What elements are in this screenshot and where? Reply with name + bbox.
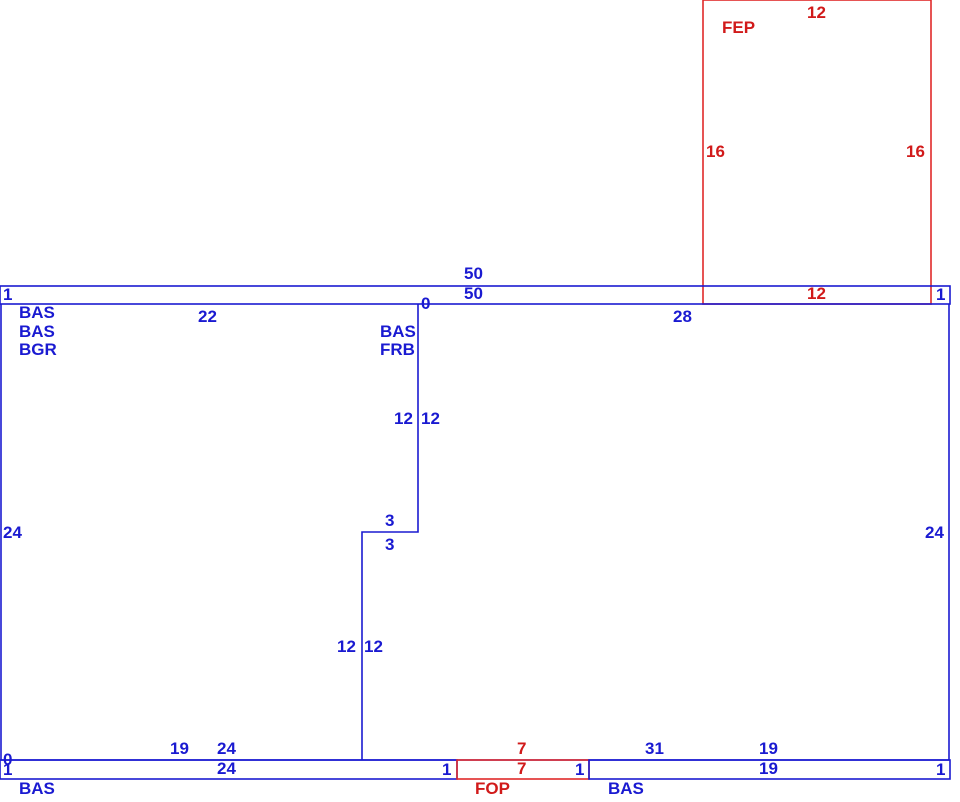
bl-strip-top-dim: 24 <box>217 759 236 778</box>
bl-strip-right-dim: 1 <box>442 760 451 779</box>
bl-strip-code: BAS <box>19 779 55 798</box>
br-strip-top-dim: 19 <box>759 759 778 778</box>
main-bottom-19-left: 19 <box>170 739 189 758</box>
frb-upper-left-dim: 12 <box>394 409 413 428</box>
bottom-right-strip <box>588 759 951 780</box>
fep-left-dim: 16 <box>706 142 725 161</box>
main-bottom-31-right: 31 <box>645 739 664 758</box>
frb-upper-right-dim: 12 <box>421 409 440 428</box>
main-bottom-left-zero: 0 <box>3 750 12 769</box>
br-strip-right-dim: 1 <box>936 760 945 779</box>
frb-lower-right-dim: 12 <box>364 637 383 656</box>
fep-right-dim: 16 <box>906 142 925 161</box>
frb-step-top-dim: 3 <box>385 511 394 530</box>
main-top-left-dim: 22 <box>198 307 217 326</box>
bl-strip-left-dim: 1 <box>3 760 12 779</box>
frb-lower-left-dim: 12 <box>337 637 356 656</box>
main-code-1: BAS <box>19 303 55 322</box>
fop-right-dim: 1 <box>575 760 584 779</box>
main-outer-strip <box>0 285 951 305</box>
frb-divider <box>361 304 419 760</box>
fop-top-dim: 7 <box>517 739 526 758</box>
main-left-side-dim: 24 <box>3 523 22 542</box>
main-top-zero-dim: 0 <box>421 294 430 313</box>
frb-code-2: FRB <box>380 340 415 359</box>
main-outer-top-dim: 50 <box>464 264 483 283</box>
main-code-3: BGR <box>19 340 57 359</box>
main-inner-top-dim: 50 <box>464 284 483 303</box>
fep-code: FEP <box>722 18 755 37</box>
frb-code-1: BAS <box>380 322 416 341</box>
main-outline <box>0 304 950 761</box>
fep-top-dim: 12 <box>807 3 826 22</box>
main-bottom-24-left: 24 <box>217 739 236 758</box>
main-left-corner-dim: 1 <box>3 285 12 304</box>
fop-inner-dim: 7 <box>517 759 526 778</box>
frb-step-bottom-dim: 3 <box>385 535 394 554</box>
fop-code: FOP <box>475 779 510 798</box>
main-top-right-dim: 28 <box>673 307 692 326</box>
main-right-corner-dim: 1 <box>936 285 945 304</box>
fep-outline <box>702 0 932 305</box>
br-strip-code: BAS <box>608 779 644 798</box>
fep-bottom-dim: 12 <box>807 284 826 303</box>
main-code-2: BAS <box>19 322 55 341</box>
main-right-side-dim: 24 <box>925 523 944 542</box>
main-bottom-19-right: 19 <box>759 739 778 758</box>
